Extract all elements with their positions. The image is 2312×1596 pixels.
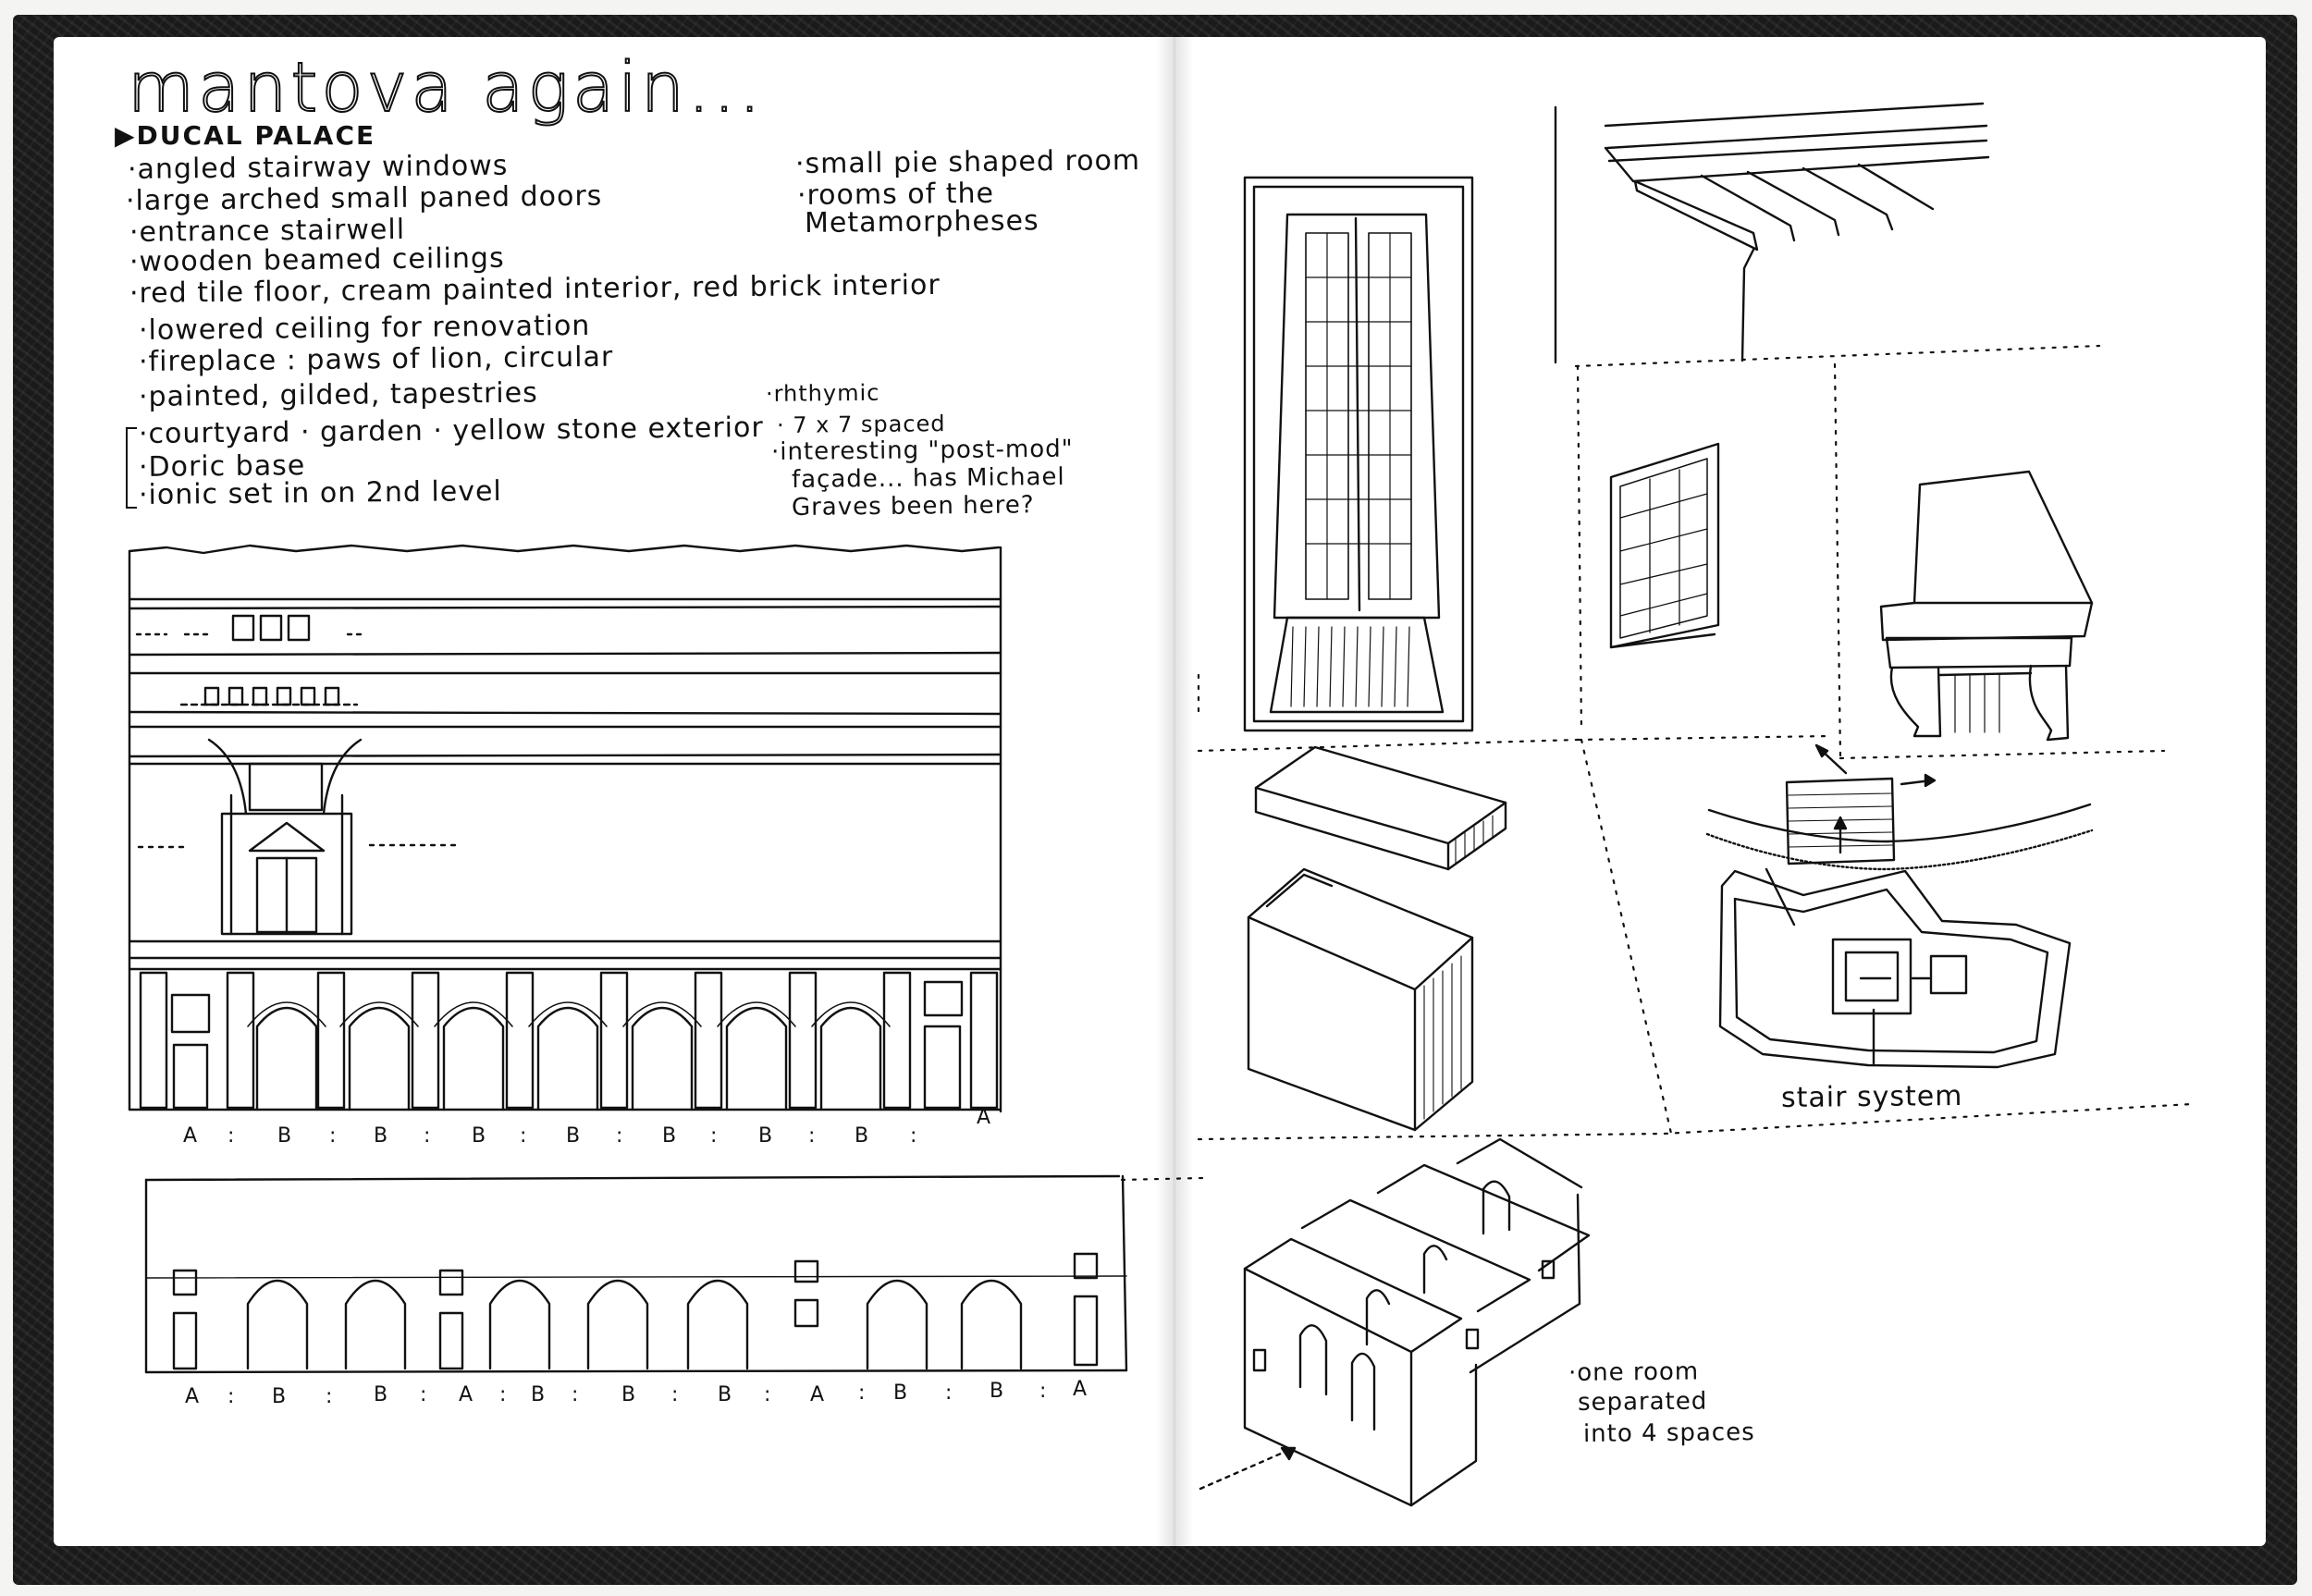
rhythm-label: B xyxy=(855,1124,870,1148)
beamed-ceiling-sketch xyxy=(1556,104,1988,362)
note-line: ·ionic set in on 2nd level xyxy=(138,474,502,511)
facade-note: Graves been here? xyxy=(791,491,1035,522)
rhythm-label: : xyxy=(764,1383,772,1406)
rhythm-label: : xyxy=(858,1381,867,1405)
rhythm-label: : xyxy=(520,1124,528,1148)
small-window-sketch xyxy=(1611,444,1718,647)
rhythm-label: A xyxy=(977,1106,992,1129)
note-line: ·painted, gilded, tapestries xyxy=(138,376,538,413)
rhythm-label: : xyxy=(945,1381,953,1405)
facade-note: façade... has Michael xyxy=(791,462,1065,494)
section-heading-text: DUCAL PALACE xyxy=(136,120,376,151)
exploded-box-sketch xyxy=(1248,747,1506,1130)
rhythm-label: B xyxy=(621,1383,637,1406)
bracket-mark xyxy=(126,427,137,509)
note-line: ·large arched small paned doors xyxy=(125,179,603,217)
rhythm-label: B xyxy=(531,1383,547,1406)
dotted-frames xyxy=(1119,346,2192,1180)
note-line: ·small pie shaped room xyxy=(794,144,1141,180)
rhythm-label: : xyxy=(329,1124,338,1148)
section-heading: ▶DUCAL PALACE xyxy=(115,120,375,151)
page-title: mantova again... xyxy=(127,47,765,129)
rhythm-label: : xyxy=(808,1124,817,1148)
rhythm-label: : xyxy=(499,1383,508,1406)
rhythm-label: : xyxy=(671,1383,680,1406)
stair-system-label: stair system xyxy=(1780,1079,1963,1114)
rhythm-label: B xyxy=(272,1385,288,1408)
rhythm-label: : xyxy=(228,1385,236,1408)
play-arrow-icon: ▶ xyxy=(115,120,137,151)
rhythm-label: B xyxy=(893,1381,909,1405)
note-line: ·wooden beamed ceilings xyxy=(129,241,505,278)
rhythm-label: : xyxy=(228,1124,236,1148)
rhythm-label: A xyxy=(810,1383,826,1406)
rhythm-label: : xyxy=(420,1383,428,1406)
note-line: Metamorpheses xyxy=(804,204,1039,239)
room-note: ·one room xyxy=(1568,1357,1700,1387)
book-gutter xyxy=(1156,37,1193,1546)
rhythm-label: A xyxy=(183,1124,199,1148)
facade-note: ·rhthymic xyxy=(765,379,880,407)
note-line: ·fireplace : paws of lion, circular xyxy=(138,340,614,378)
rhythm-label: : xyxy=(710,1124,719,1148)
rhythm-label: B xyxy=(374,1383,389,1406)
rhythm-label: : xyxy=(616,1124,624,1148)
rhythm-label: B xyxy=(990,1380,1005,1403)
rhythm-label: B xyxy=(718,1383,733,1406)
facade-note: · 7 x 7 spaced xyxy=(776,411,946,438)
left-page xyxy=(54,37,1174,1546)
room-note: into 4 spaces xyxy=(1582,1418,1755,1448)
rhythm-label: B xyxy=(374,1124,389,1148)
rhythm-label: : xyxy=(1039,1380,1048,1403)
rhythm-label: B xyxy=(566,1124,582,1148)
note-line: ·angled stairway windows xyxy=(127,149,509,186)
rhythm-label: B xyxy=(758,1124,774,1148)
rhythm-label: : xyxy=(572,1383,580,1406)
rhythm-label: B xyxy=(662,1124,678,1148)
room-note: separated xyxy=(1577,1387,1708,1417)
rhythm-label: : xyxy=(424,1124,432,1148)
rhythm-label: : xyxy=(910,1124,918,1148)
rhythm-label: A xyxy=(185,1385,201,1408)
rhythm-label: B xyxy=(277,1124,293,1148)
facade-elevation-lower xyxy=(146,1176,1126,1372)
rhythm-label: : xyxy=(326,1385,334,1408)
fireplace-sketch xyxy=(1881,472,2092,740)
facade-top-edge xyxy=(129,546,999,553)
rhythm-label: B xyxy=(472,1124,487,1148)
rhythm-label: A xyxy=(1073,1378,1088,1401)
rhythm-label: A xyxy=(459,1383,474,1406)
facade-note: ·interesting "post-mod" xyxy=(770,435,1074,466)
facade-elevation-upper xyxy=(129,546,1001,1111)
note-line: ·courtyard · garden · yellow stone exter… xyxy=(138,411,764,450)
stair-system-sketch xyxy=(1707,745,2092,1067)
tall-window-sketch xyxy=(1245,178,1472,730)
four-spaces-sketch xyxy=(1200,1139,1589,1505)
